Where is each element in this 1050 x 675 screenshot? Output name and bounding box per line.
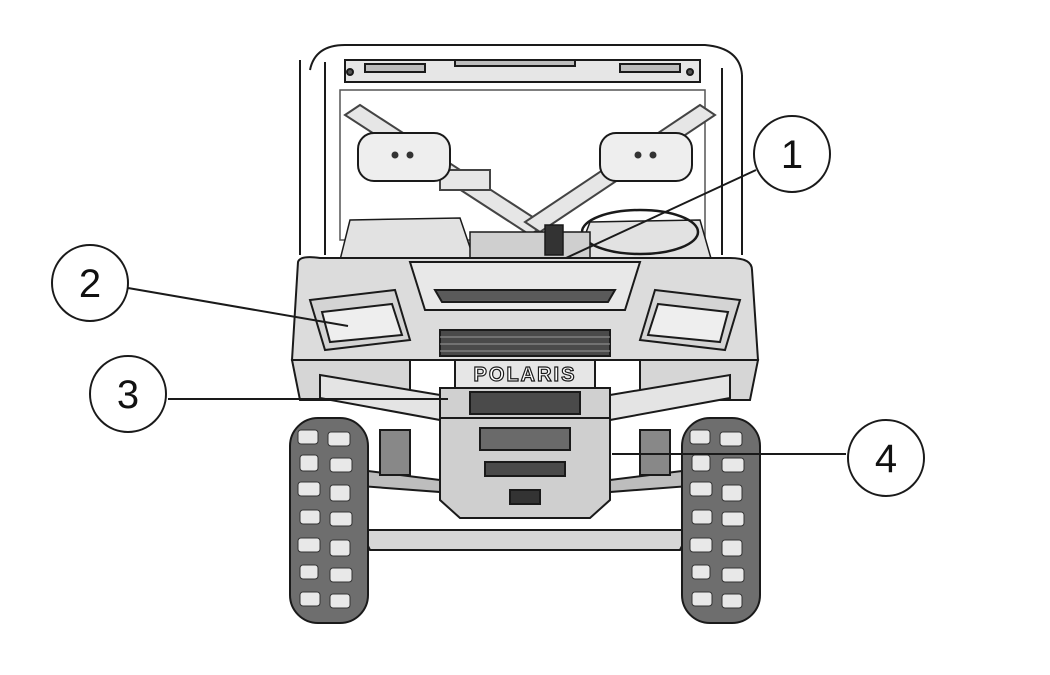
leader-line-2	[127, 287, 349, 327]
left-tire	[289, 417, 369, 624]
right-headrest	[599, 132, 693, 182]
callout-1: 1	[753, 115, 831, 193]
brand-plate: POLARIS	[454, 359, 596, 389]
upper-grille	[439, 329, 611, 357]
front-body	[290, 256, 760, 361]
callout-3-label: 3	[117, 373, 139, 417]
front-bumper	[319, 373, 731, 422]
suspension	[358, 429, 692, 551]
grille-hatching	[440, 336, 610, 352]
right-tire	[681, 417, 761, 624]
callout-1-label: 1	[781, 133, 803, 177]
callout-2: 2	[51, 244, 129, 322]
skid-plate	[439, 417, 611, 519]
callout-3: 3	[89, 355, 167, 433]
cab-interior	[339, 208, 713, 263]
leader-line-1	[565, 169, 757, 259]
callout-2-label: 2	[79, 262, 101, 306]
brand-text: POLARIS	[474, 364, 577, 386]
roll-cage	[299, 44, 743, 255]
callout-4-label: 4	[875, 437, 897, 481]
callout-4: 4	[847, 419, 925, 497]
leader-lines	[127, 169, 846, 455]
left-headrest	[357, 132, 451, 182]
